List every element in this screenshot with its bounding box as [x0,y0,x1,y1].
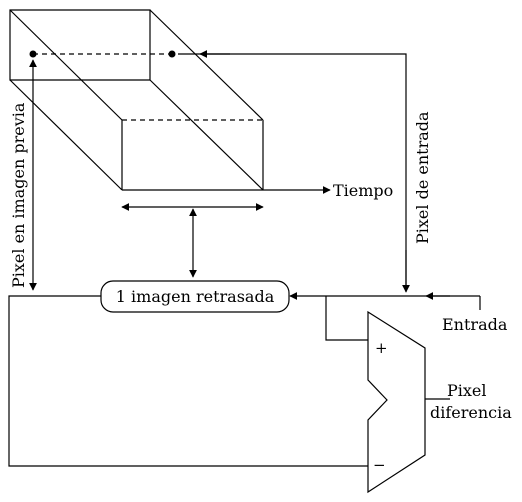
prism-edge-top-right [149,9,264,121]
minus-sign: − [373,456,386,474]
input-pixel-dot [168,50,176,58]
frame-buffer-prism [9,9,264,191]
previous-pixel-dot [29,50,37,58]
prism-back-face [9,9,151,81]
prism-edge-top-left [9,9,123,121]
plus-input-path [325,296,368,341]
prism-edge-bottom-right [149,79,264,191]
input-label: Entrada [442,315,508,334]
feedback-path [8,295,368,467]
delay-box-label: 1 imagen retrasada [116,287,275,306]
prism-edge-bottom-left [9,79,123,191]
difference-label-line1: Pixel [447,381,487,400]
input-pixel-label: Pixel de entrada [413,111,432,244]
time-axis-label: Tiempo [333,181,393,200]
subtractor-block [367,310,426,494]
plus-sign: + [375,339,388,357]
previous-pixel-label: Pixel en imagen previa [9,102,28,288]
difference-label-line2: diferencia [430,403,512,422]
input-pixel-path [178,53,407,290]
